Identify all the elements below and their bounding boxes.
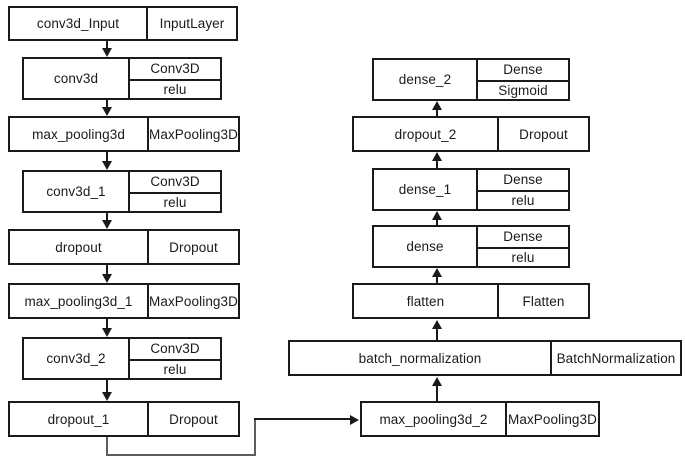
node-meta-dense-2: Dense Sigmoid [476, 60, 568, 99]
node-type-dense-1: Dense [503, 172, 543, 188]
feedback-segment-right-lower [106, 454, 256, 456]
node-activation-conv3d: relu [130, 78, 220, 99]
node-max-pooling3d-2[interactable]: max_pooling3d_2 MaxPooling3D [360, 401, 600, 437]
node-meta-conv3d: Conv3D relu [128, 59, 220, 98]
arrowhead-flatten-to-dense [431, 268, 442, 277]
arrowhead-max-pooling3d-2-to-batch-normalization [431, 377, 442, 386]
node-label-conv3d-input: conv3d_Input [36, 16, 120, 31]
edge-conv3d-2-to-dropout-1 [106, 380, 108, 393]
node-dense-1[interactable]: dense_1 Dense relu [372, 168, 570, 211]
node-type-flatten: Flatten [522, 293, 565, 309]
node-type-dropout-2: Dropout [519, 126, 568, 142]
node-meta-dense: Dense relu [476, 227, 568, 266]
node-dense-2[interactable]: dense_2 Dense Sigmoid [372, 58, 570, 101]
node-label-conv3d: conv3d [53, 71, 99, 86]
edge-max-pooling3d-to-conv3d-1 [106, 152, 108, 162]
node-meta-max-pooling3d: MaxPooling3D [147, 118, 238, 150]
edge-batch-normalization-to-flatten [436, 328, 438, 340]
node-max-pooling3d[interactable]: max_pooling3d MaxPooling3D [8, 116, 240, 152]
edge-dropout-to-max-pooling3d-1 [106, 265, 108, 275]
node-meta-dropout-1: Dropout [147, 403, 238, 435]
node-label-max-pooling3d-2: max_pooling3d_2 [379, 411, 488, 427]
arrowhead-conv3d-input-to-conv3d [101, 48, 112, 57]
node-meta-max-pooling3d-1: MaxPooling3D [147, 285, 238, 317]
node-type-dropout-1: Dropout [169, 411, 218, 427]
node-activation-conv3d-2: relu [130, 358, 220, 379]
node-type-dense-2: Dense [503, 62, 543, 78]
arrowhead-conv3d-1-to-dropout [101, 220, 112, 229]
feedback-segment-right-upper [254, 418, 351, 420]
edge-dense-to-dense-1 [436, 219, 438, 226]
node-type-conv3d-2: Conv3D [150, 341, 200, 357]
node-type-dropout: Dropout [169, 239, 218, 255]
node-meta-conv3d-2: Conv3D relu [128, 339, 220, 378]
arrowhead-max-pooling3d-1-to-conv3d-2 [101, 328, 112, 337]
node-activation-dense-1: relu [478, 189, 568, 210]
node-dense[interactable]: dense Dense relu [372, 225, 570, 268]
node-flatten[interactable]: flatten Flatten [352, 283, 590, 319]
node-meta-batch-normalization: BatchNormalization [550, 342, 680, 374]
node-type-conv3d-input: InputLayer [159, 16, 225, 31]
node-max-pooling3d-1[interactable]: max_pooling3d_1 MaxPooling3D [8, 283, 240, 319]
arrowhead-dense-1-to-dropout-2 [431, 152, 442, 161]
arrowhead-dropout-2-to-dense-2 [431, 101, 442, 110]
node-type-dense: Dense [503, 229, 543, 245]
node-type-max-pooling3d-1: MaxPooling3D [149, 293, 238, 309]
node-activation-dense: relu [478, 246, 568, 267]
feedback-segment-up [254, 418, 256, 455]
node-type-max-pooling3d-2: MaxPooling3D [508, 411, 597, 427]
node-conv3d[interactable]: conv3d Conv3D relu [22, 57, 222, 100]
node-type-max-pooling3d: MaxPooling3D [149, 126, 238, 142]
node-meta-flatten: Flatten [497, 285, 588, 317]
node-dropout-1[interactable]: dropout_1 Dropout [8, 401, 240, 437]
arrowhead-max-pooling3d-to-conv3d-1 [101, 161, 112, 170]
node-label-conv3d-2: conv3d_2 [46, 351, 106, 366]
edge-dropout-2-to-dense-2 [436, 109, 438, 117]
node-label-dense-1: dense_1 [398, 182, 452, 197]
node-meta-max-pooling3d-2: MaxPooling3D [505, 403, 598, 435]
node-dropout[interactable]: dropout Dropout [8, 229, 240, 265]
edge-max-pooling3d-1-to-conv3d-2 [106, 319, 108, 329]
arrowhead-dense-to-dense-1 [431, 211, 442, 220]
edge-dense-1-to-dropout-2 [436, 160, 438, 169]
node-conv3d-1[interactable]: conv3d_1 Conv3D relu [22, 170, 222, 213]
node-batch-normalization[interactable]: batch_normalization BatchNormalization [288, 340, 682, 376]
node-dropout-2[interactable]: dropout_2 Dropout [352, 116, 590, 152]
arrowhead-batch-normalization-to-flatten [431, 320, 442, 329]
node-meta-conv3d-input: InputLayer [146, 8, 236, 39]
node-label-conv3d-1: conv3d_1 [46, 184, 106, 199]
arrowhead-conv3d-to-max-pooling3d [101, 107, 112, 116]
node-meta-dense-1: Dense relu [476, 170, 568, 209]
node-meta-dropout: Dropout [147, 231, 238, 263]
feedback-segment-down [106, 437, 108, 456]
node-type-conv3d-1: Conv3D [150, 174, 200, 190]
node-type-batch-normalization: BatchNormalization [556, 350, 676, 366]
arrowhead-feedback-to-max-pooling3d-2 [350, 414, 359, 425]
edge-conv3d-input-to-conv3d [106, 41, 108, 50]
edge-conv3d-1-to-dropout [106, 213, 108, 222]
edge-max-pooling3d-2-to-batch-normalization [436, 385, 438, 401]
edge-flatten-to-dense [436, 276, 438, 284]
node-conv3d-input[interactable]: conv3d_Input InputLayer [8, 6, 238, 41]
node-label-batch-normalization: batch_normalization [358, 350, 482, 366]
node-meta-dropout-2: Dropout [497, 118, 588, 150]
node-label-max-pooling3d: max_pooling3d [32, 126, 125, 142]
node-activation-dense-2: Sigmoid [478, 79, 568, 100]
arrowhead-conv3d-2-to-dropout-1 [101, 392, 112, 401]
node-label-max-pooling3d-1: max_pooling3d_1 [24, 293, 133, 309]
node-label-dense: dense [406, 239, 444, 254]
edge-conv3d-to-max-pooling3d [106, 100, 108, 108]
node-label-dropout-2: dropout_2 [394, 126, 457, 142]
node-label-flatten: flatten [406, 293, 445, 309]
node-label-dense-2: dense_2 [398, 72, 452, 87]
node-meta-conv3d-1: Conv3D relu [128, 172, 220, 211]
node-label-dropout: dropout [55, 239, 102, 255]
node-label-dropout-1: dropout_1 [47, 411, 110, 427]
arrowhead-dropout-to-max-pooling3d-1 [101, 274, 112, 283]
node-type-conv3d: Conv3D [150, 61, 200, 77]
node-activation-conv3d-1: relu [130, 191, 220, 212]
node-conv3d-2[interactable]: conv3d_2 Conv3D relu [22, 337, 222, 380]
